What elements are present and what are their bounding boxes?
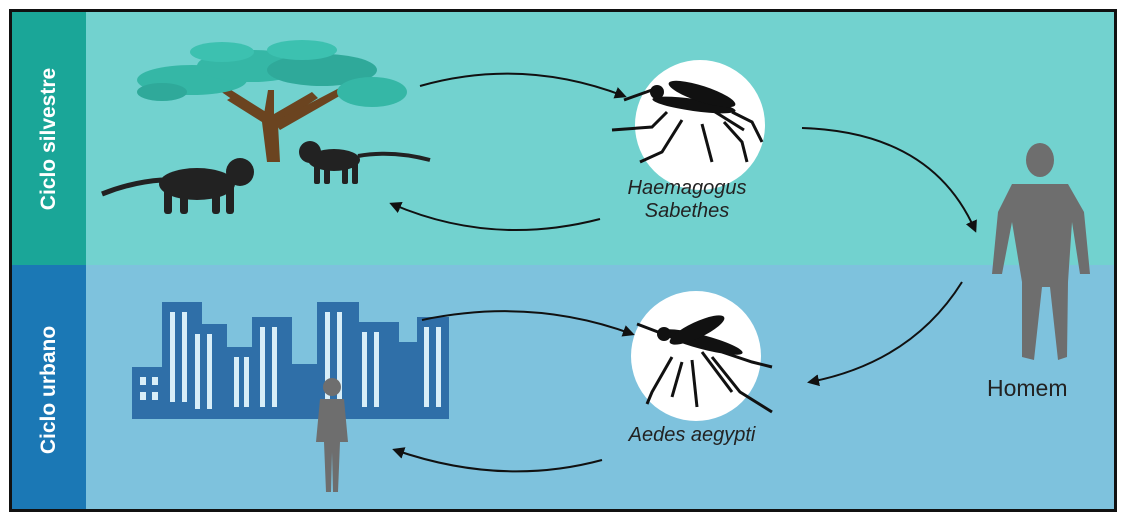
sylvatic-mosquito-label: Haemagogus Sabethes xyxy=(612,177,762,223)
city-icon xyxy=(132,302,449,419)
diagram-frame: Ciclo silvestre Ciclo urbano xyxy=(9,9,1117,512)
sylvatic-mosquito-name-2: Sabethes xyxy=(612,200,762,223)
monkey-icon xyxy=(102,158,254,214)
human-label: Homem xyxy=(987,375,1068,402)
tree-icon xyxy=(137,40,407,162)
monkey-icon xyxy=(299,141,430,184)
mosquito-icon xyxy=(631,291,772,421)
sylvatic-mosquito-name-1: Haemagogus xyxy=(612,177,762,200)
cycle-illustration xyxy=(12,12,1114,509)
urban-mosquito-label: Aedes aegypti xyxy=(602,424,782,447)
mosquito-icon xyxy=(612,60,765,190)
human-icon xyxy=(992,143,1090,360)
